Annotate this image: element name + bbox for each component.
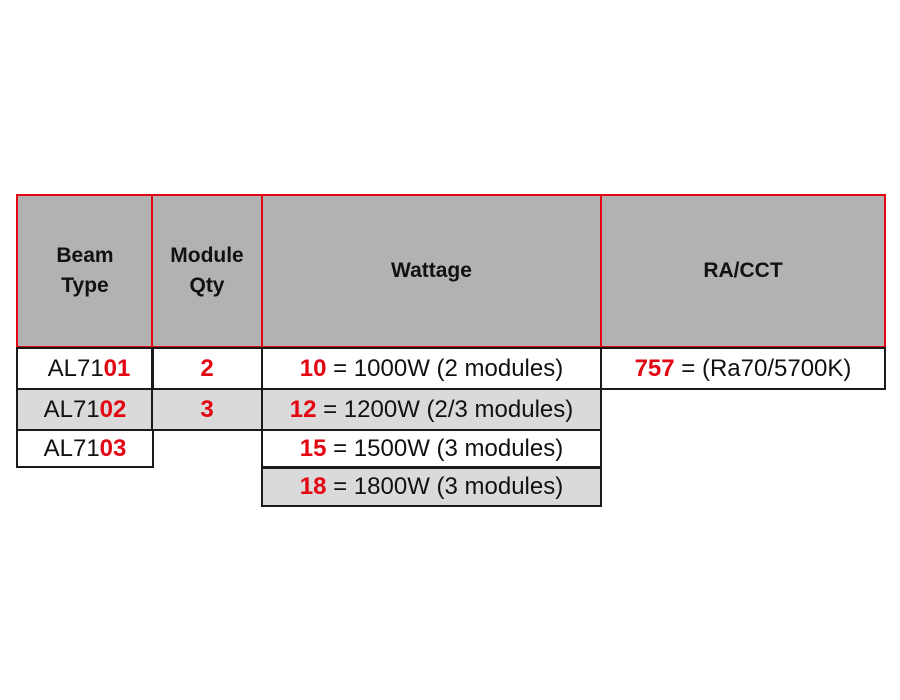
module-qty-cell: 2 bbox=[151, 347, 263, 390]
wattage-cell: 18 = 1800W (3 modules) bbox=[261, 467, 602, 507]
ra-cct-cell: 757 = (Ra70/5700K) bbox=[600, 347, 886, 390]
wattage-desc: = 1000W (2 modules) bbox=[326, 354, 564, 382]
beam-prefix: AL71 bbox=[43, 395, 100, 423]
wattage-code: 12 bbox=[289, 395, 317, 423]
header-ra-cct: RA/CCT bbox=[600, 194, 886, 348]
header-beam-type: Beam Type bbox=[16, 194, 154, 348]
ra-cct-desc: = (Ra70/5700K) bbox=[674, 354, 852, 382]
beam-prefix: AL71 bbox=[43, 434, 100, 462]
wattage-code: 18 bbox=[299, 473, 327, 500]
beam-code: 02 bbox=[99, 395, 127, 423]
beam-prefix: AL71 bbox=[47, 354, 104, 382]
beam-code: 03 bbox=[99, 434, 127, 462]
wattage-cell: 10 = 1000W (2 modules) bbox=[261, 347, 602, 390]
wattage-code: 10 bbox=[299, 354, 327, 382]
wattage-desc: = 1200W (2/3 modules) bbox=[316, 395, 574, 423]
header-wattage: Wattage bbox=[261, 194, 602, 348]
wattage-cell: 12 = 1200W (2/3 modules) bbox=[261, 388, 602, 431]
wattage-code: 15 bbox=[299, 434, 327, 462]
header-module-qty: Module Qty bbox=[151, 194, 263, 348]
module-qty-cell: 3 bbox=[151, 388, 263, 431]
wattage-desc: = 1800W (3 modules) bbox=[326, 473, 564, 500]
beam-code: 01 bbox=[103, 354, 131, 382]
wattage-cell: 15 = 1500W (3 modules) bbox=[261, 429, 602, 468]
wattage-desc: = 1500W (3 modules) bbox=[326, 434, 564, 462]
ra-cct-code: 757 bbox=[634, 354, 675, 382]
